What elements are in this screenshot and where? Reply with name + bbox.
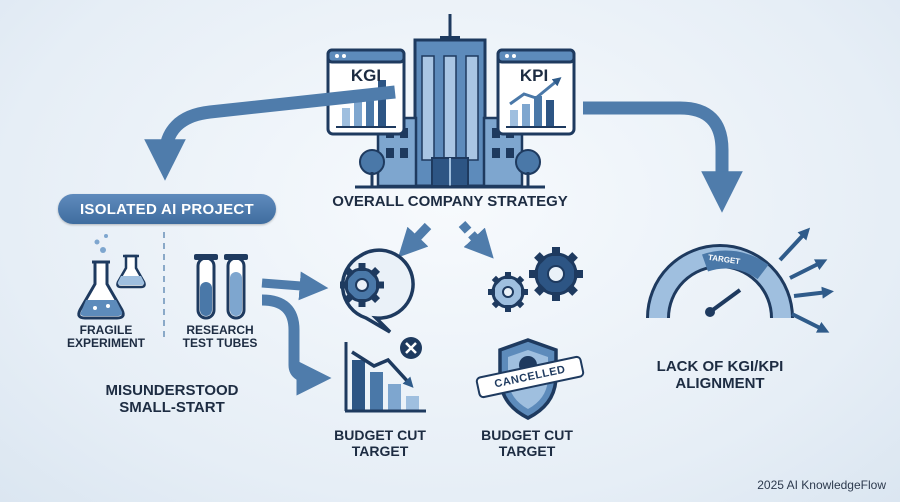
small-start-caption: MISUNDERSTOOD SMALL-START: [105, 382, 239, 416]
kpi-chart-window-icon: [496, 48, 576, 136]
test-tubes-icon: [194, 254, 248, 320]
budget-cut-label-2: BUDGET CUT TARGET: [481, 427, 573, 459]
kpi-label: KPI: [519, 66, 549, 85]
flow-arrow-gear-2: [458, 220, 494, 259]
declining-bar-chart-icon: [344, 337, 426, 413]
flask-icon: [77, 234, 125, 320]
flow-arrow-to-bubble: [261, 271, 329, 301]
research-test-tubes-label: RESEARCH TEST TUBES: [182, 323, 258, 351]
small-flask-icon: [116, 254, 146, 289]
gears-icon: [488, 247, 583, 312]
gear-speech-bubble-icon: [340, 248, 415, 334]
footer-credit: 2025 AI KnowledgeFlow: [757, 478, 886, 492]
kgi-label: KGI: [350, 66, 382, 85]
office-building-icon: [355, 14, 545, 189]
flow-arrow-to-chart: [261, 294, 332, 396]
scattered-arrows-icon: [778, 227, 834, 333]
page-title: OVERALL COMPANY STRATEGY: [332, 193, 568, 210]
alignment-caption: LACK OF KGI/KPI ALIGNMENT: [656, 358, 784, 392]
fragile-experiment-label: FRAGILE EXPERIMENT: [66, 323, 145, 351]
budget-cut-label-1: BUDGET CUT TARGET: [334, 427, 426, 459]
flow-arrow-right: [583, 101, 743, 213]
target-gauge-icon: [646, 244, 794, 319]
isolated-project-badge: ISOLATED AI PROJECT: [58, 194, 276, 224]
flow-arrow-gear-1: [398, 222, 432, 258]
flow-arrow-left: [144, 85, 396, 181]
